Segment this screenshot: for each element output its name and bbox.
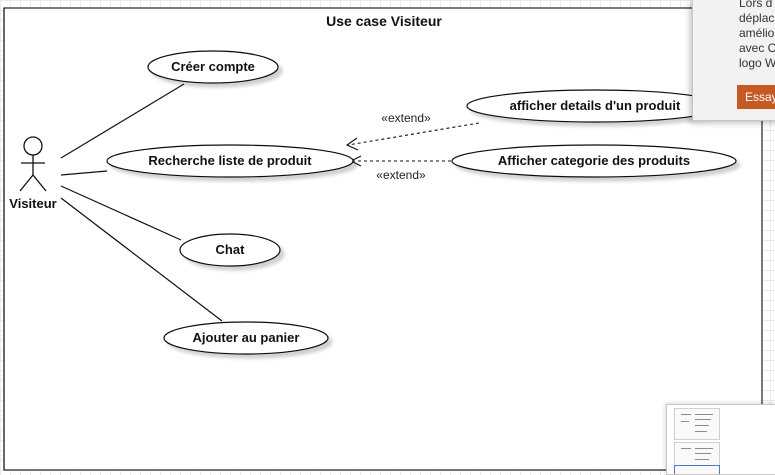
actor-visiteur[interactable] <box>19 136 47 192</box>
actor-left-leg <box>19 174 34 192</box>
system-boundary[interactable] <box>3 7 763 471</box>
use-case-label: Chat <box>216 242 246 257</box>
use-case-afficher-details[interactable]: afficher details d'un produit <box>466 89 724 123</box>
extend-label-categorie: «extend» <box>376 168 426 182</box>
use-case-recherche[interactable]: Recherche liste de produit <box>106 144 354 178</box>
tip-popup: Lors d déplace amélior avec Ca logo W Es… <box>692 0 775 121</box>
association-recherche[interactable] <box>60 170 108 176</box>
association-ajouter-panier[interactable] <box>60 197 223 322</box>
association-chat[interactable] <box>60 185 182 241</box>
use-case-chat[interactable]: Chat <box>179 233 281 267</box>
diagram-title: Use case Visiteur <box>326 13 442 29</box>
use-case-creer-compte[interactable]: Créer compte <box>147 50 279 84</box>
tip-popup-text: Lors d déplace amélior avec Ca logo W <box>739 0 775 71</box>
try-button[interactable]: Essaye <box>737 85 775 109</box>
use-case-label: Créer compte <box>171 59 255 74</box>
thumbnail-viewport[interactable] <box>674 465 720 474</box>
tip-line: logo W <box>739 56 775 70</box>
tip-line: amélior <box>739 26 775 40</box>
use-case-label: Ajouter au panier <box>193 330 300 345</box>
use-case-ajouter-panier[interactable]: Ajouter au panier <box>163 321 329 355</box>
thumbnail-page[interactable] <box>674 408 720 440</box>
extend-line-details[interactable] <box>347 122 480 146</box>
use-case-label: Recherche liste de produit <box>148 153 312 168</box>
extend-label-details: «extend» <box>381 111 431 125</box>
extend-arrowhead-details <box>345 137 359 151</box>
tip-line: déplace <box>739 11 775 25</box>
actor-right-leg <box>32 174 47 192</box>
outline-thumbnail-panel[interactable] <box>666 404 775 475</box>
use-case-label: Afficher categorie des produits <box>498 153 690 168</box>
tip-line: avec Ca <box>739 41 775 55</box>
association-creer-compte[interactable] <box>60 83 185 159</box>
actor-label: Visiteur <box>9 196 56 211</box>
tip-line: Lors d <box>739 0 773 10</box>
actor-head <box>23 136 43 156</box>
use-case-label: afficher details d'un produit <box>510 98 681 113</box>
use-case-afficher-categorie[interactable]: Afficher categorie des produits <box>451 144 737 178</box>
